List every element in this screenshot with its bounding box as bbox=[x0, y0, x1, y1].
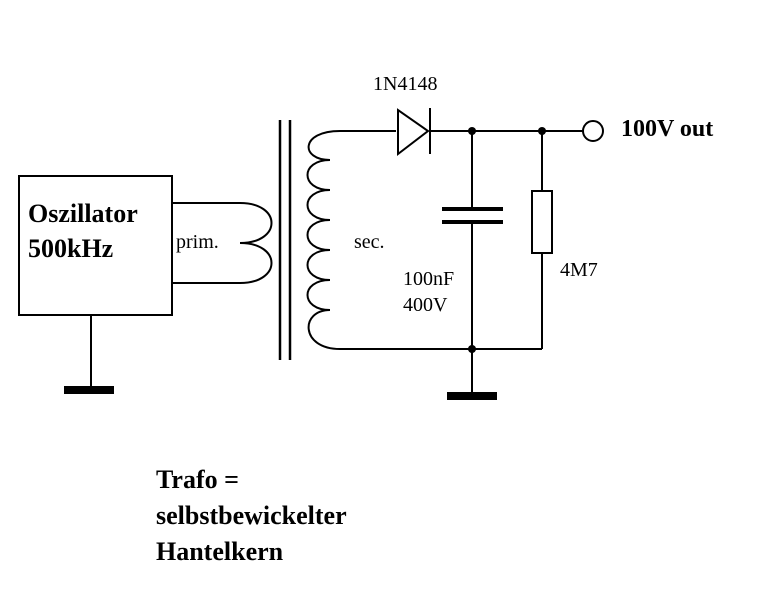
diode-1n4148: 1N4148 bbox=[373, 73, 437, 157]
capacitor-value-label: 100nF bbox=[403, 268, 454, 290]
primary-label: prim. bbox=[176, 231, 219, 253]
diode-label: 1N4148 bbox=[373, 73, 437, 95]
oscillator-frequency: 500kHz bbox=[28, 234, 113, 263]
capacitor: 100nF 400V bbox=[403, 131, 503, 349]
oscillator-ground bbox=[64, 315, 114, 394]
transformer-note: Trafo = selbstbewickelter Hantelkern bbox=[156, 462, 476, 570]
note-line-2: selbstbewickelter bbox=[156, 501, 347, 530]
output-terminal: 100V out bbox=[582, 116, 713, 142]
note-line-1: Trafo = bbox=[156, 465, 239, 494]
oscillator-title: Oszillator bbox=[28, 199, 138, 228]
secondary-winding: sec. bbox=[306, 130, 385, 350]
oscillator-block: Oszillator 500kHz bbox=[18, 175, 173, 316]
transformer-core bbox=[278, 120, 292, 360]
resistor-label: 4M7 bbox=[560, 259, 598, 281]
secondary-label: sec. bbox=[354, 231, 385, 253]
primary-winding: prim. bbox=[172, 202, 273, 284]
capacitor-ground bbox=[447, 349, 497, 400]
capacitor-voltage-label: 400V bbox=[403, 294, 448, 316]
resistor: 4M7 bbox=[531, 131, 598, 349]
note-line-3: Hantelkern bbox=[156, 537, 284, 566]
output-label: 100V out bbox=[621, 116, 713, 142]
